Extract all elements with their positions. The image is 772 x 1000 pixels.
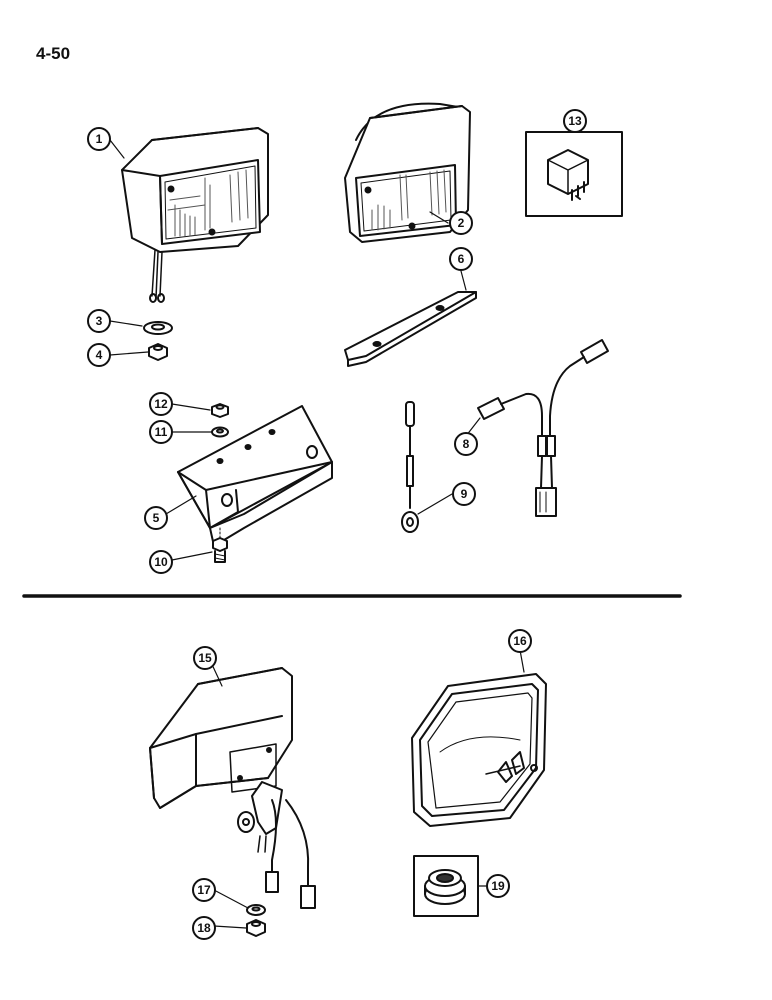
callout-bubbles (87, 109, 587, 940)
svg-text:11: 11 (155, 425, 168, 439)
svg-text:5: 5 (153, 511, 160, 525)
part-13-relay (525, 131, 623, 217)
svg-text:2: 2 (458, 216, 465, 230)
svg-text:4: 4 (96, 348, 103, 362)
svg-text:13: 13 (568, 114, 582, 128)
callout-2 (449, 211, 473, 235)
part-3-washer (143, 321, 173, 335)
callout-1 (87, 127, 111, 151)
svg-text:9: 9 (461, 487, 468, 501)
callout-17 (192, 878, 216, 902)
callout-13 (563, 109, 587, 133)
callout-16 (508, 629, 532, 653)
part-4-nut (148, 343, 168, 361)
callout-19 (486, 874, 510, 898)
callout-labels: 1 2 3 4 5 6 8 9 10 11 12 13 15 16 17 18 … (96, 114, 582, 935)
svg-text:19: 19 (491, 879, 505, 893)
svg-text:1: 1 (96, 132, 103, 146)
callout-4 (87, 343, 111, 367)
svg-text:15: 15 (198, 651, 212, 665)
callout-18 (192, 916, 216, 940)
part-12-nut (211, 403, 229, 418)
callout-5 (144, 506, 168, 530)
callout-3 (87, 309, 111, 333)
callout-11 (149, 420, 173, 444)
part-8-y-harness (477, 339, 609, 517)
part-18-nut (246, 919, 266, 937)
part-2-work-lamp (344, 102, 471, 243)
callout-15 (193, 646, 217, 670)
part-19-grommet (413, 855, 479, 917)
callout-8 (454, 432, 478, 456)
page-number: 4-50 (36, 44, 71, 63)
callout-12 (149, 392, 173, 416)
part-16-sealed-beam (411, 673, 547, 827)
svg-text:6: 6 (458, 252, 465, 266)
part-17-washer (246, 904, 266, 916)
svg-text:17: 17 (197, 883, 211, 897)
part-15-flood-lamp (149, 667, 316, 909)
callout-6 (449, 247, 473, 271)
svg-text:18: 18 (197, 921, 211, 935)
part-5-bracket (177, 405, 333, 547)
part-1-work-lamp (121, 127, 269, 303)
part-9-ground-wire (401, 401, 419, 533)
callout-10 (149, 550, 173, 574)
svg-text:3: 3 (96, 314, 103, 328)
leader-lines (109, 129, 576, 929)
svg-text:8: 8 (463, 437, 470, 451)
part-11-lock-washer (211, 426, 229, 438)
svg-text:12: 12 (154, 397, 168, 411)
callout-9 (452, 482, 476, 506)
svg-text:16: 16 (513, 634, 527, 648)
svg-text:10: 10 (154, 555, 168, 569)
part-10-bolt (212, 537, 228, 563)
part-6-strap (344, 291, 477, 367)
